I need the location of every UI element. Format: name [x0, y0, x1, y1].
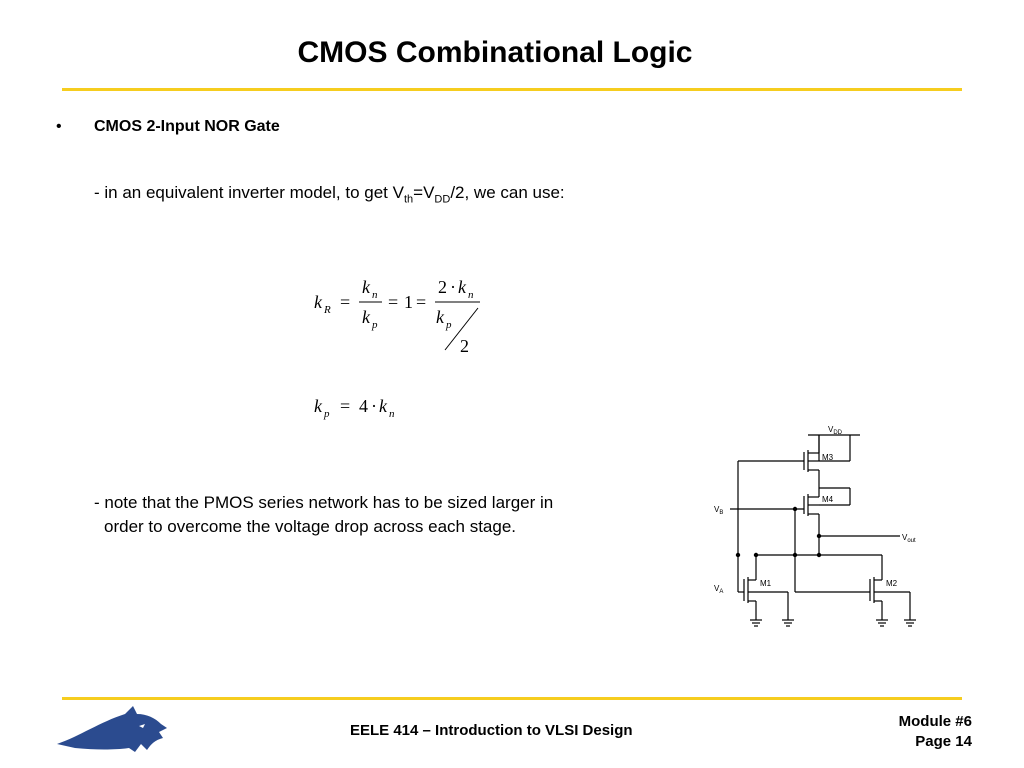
equation-kr: k R = k n k p = 1 = 2 · k n k p 2 — [314, 277, 480, 356]
eq1-sub-r: R — [323, 304, 331, 316]
line1-sub-dd: DD — [434, 193, 451, 206]
line1-prefix: - in an equivalent inverter model, to ge… — [94, 183, 404, 202]
slide-title: CMOS Combinational Logic — [297, 36, 693, 69]
m2-label: M2 — [886, 579, 898, 588]
vout-label: Vout — [902, 533, 916, 544]
bullet-heading: CMOS 2-Input NOR Gate — [94, 118, 280, 135]
m4-label: M4 — [822, 495, 834, 504]
page-number: Page 14 — [915, 733, 972, 750]
course-title: EELE 414 – Introduction to VLSI Design — [350, 722, 633, 739]
eq1-slash — [444, 307, 479, 351]
note-line-2: order to overcome the voltage drop acros… — [104, 517, 517, 536]
eq2-k: k — [314, 396, 323, 416]
vb-label: VB — [714, 505, 723, 516]
eq1-kn-sub: n — [372, 289, 378, 301]
top-divider — [62, 88, 962, 91]
ground-icon — [782, 619, 794, 627]
nor-gate-schematic: VDD M3 M4 VB Vout M1 M2 VA — [714, 425, 916, 627]
eq1-kn-num: k — [362, 277, 371, 297]
eq2-kn: k — [379, 396, 388, 416]
eq2-sub-p: p — [323, 408, 330, 420]
bottom-divider — [62, 697, 962, 700]
eq2-four: 4 — [359, 396, 368, 416]
va-label: VA — [714, 584, 723, 595]
eq1-kp-den: k — [362, 307, 371, 327]
line1-suffix: /2, we can use: — [450, 183, 565, 202]
bullet-symbol: • — [56, 118, 62, 135]
bobcat-logo-icon — [57, 706, 167, 752]
ground-icon — [876, 619, 888, 627]
note-line-1: - note that the PMOS series network has … — [94, 493, 554, 512]
eq1-eq-c: = — [416, 292, 426, 312]
eq1-two-den: 2 — [460, 336, 469, 356]
eq1-two-num: 2 — [438, 277, 447, 297]
m3-label: M3 — [822, 453, 834, 462]
eq1-one: 1 — [404, 292, 413, 312]
eq1-kp2-sub: p — [445, 319, 452, 331]
eq1-dot: · — [450, 277, 456, 297]
line1-mid: =V — [413, 183, 435, 202]
eq1-kn2: k — [458, 277, 467, 297]
eq2-equals: = — [340, 396, 350, 416]
eq1-eq-b: = — [388, 292, 398, 312]
eq1-kn2-sub: n — [468, 289, 474, 301]
module-info: Module #6 Page 14 — [899, 712, 972, 752]
eq2-dot: · — [371, 396, 377, 416]
ground-icon — [750, 619, 762, 627]
equation-kp: k p = 4 · k n — [314, 396, 395, 420]
inverter-model-line: - in an equivalent inverter model, to ge… — [94, 183, 565, 205]
m1-label: M1 — [760, 579, 772, 588]
eq1-k: k — [314, 292, 323, 312]
line1-sub-th: th — [403, 193, 414, 206]
module-number: Module #6 — [898, 713, 972, 730]
ground-icon — [904, 619, 916, 627]
eq1-kp2: k — [436, 307, 445, 327]
vdd-label: VDD — [828, 425, 843, 436]
eq1-eq-a: = — [340, 292, 350, 312]
eq1-kp-sub: p — [371, 319, 378, 331]
eq2-sub-n: n — [389, 408, 395, 420]
